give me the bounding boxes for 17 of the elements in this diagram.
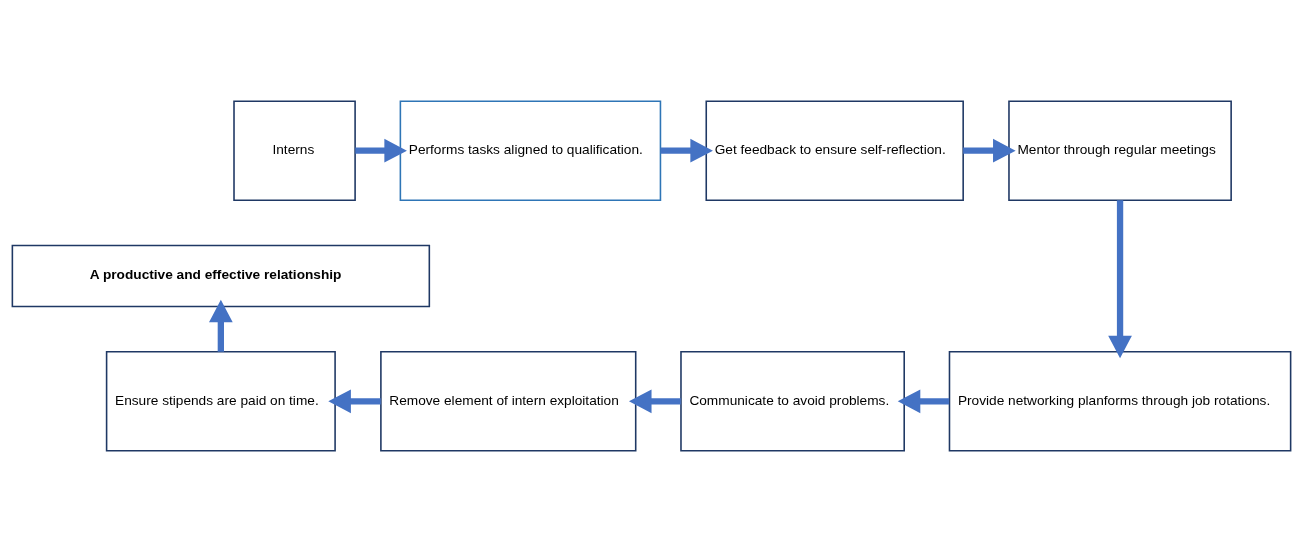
node-box: A productive and effective relationship — [11, 244, 431, 308]
arrow — [1108, 200, 1132, 359]
node-box: Performs tasks aligned to qualification. — [399, 100, 662, 201]
node-box: Provide networking planforms through job rotations. — [948, 351, 1292, 452]
node-box: Get feedback to ensure self-reflection. — [705, 100, 964, 201]
arrow — [328, 389, 381, 414]
node-box: Remove element of intern exploitation — [380, 351, 637, 452]
node-box: Mentor through regular meetings — [1008, 100, 1232, 201]
arrow — [355, 138, 407, 163]
arrow — [660, 138, 713, 163]
node-box: Interns — [233, 100, 356, 201]
arrow — [963, 138, 1016, 163]
node-box: Communicate to avoid problems. — [680, 351, 905, 452]
arrow — [208, 299, 233, 352]
arrow — [897, 389, 950, 414]
arrow — [628, 389, 681, 414]
node-box: Ensure stipends are paid on time. — [105, 351, 336, 452]
